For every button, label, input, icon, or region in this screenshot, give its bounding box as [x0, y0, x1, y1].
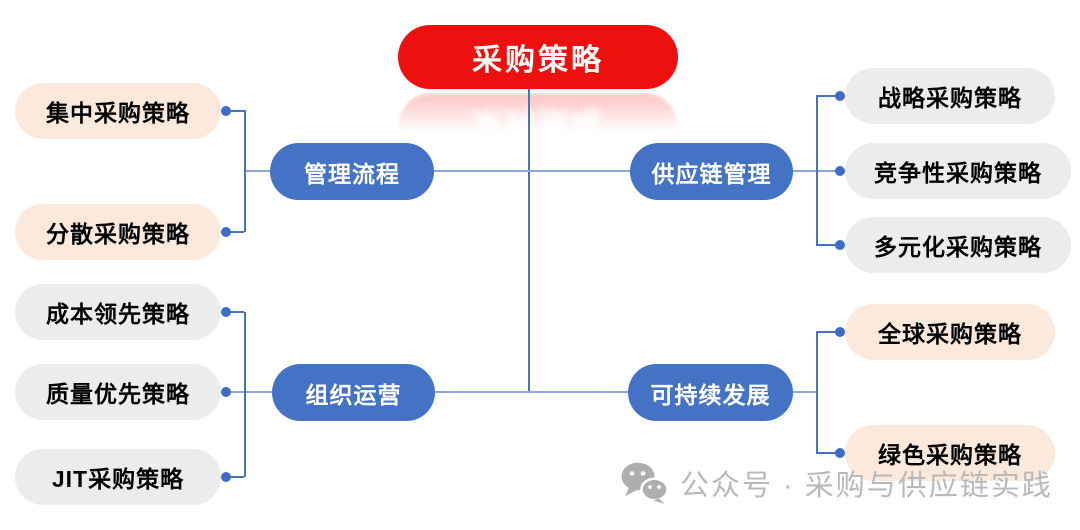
right-bottom-stub-1: [816, 331, 840, 333]
center-trunk-line: [528, 88, 530, 393]
left-bottom-stub-1: [226, 311, 244, 313]
connector-dot: [221, 472, 231, 482]
left-bottom-stub-3: [226, 476, 244, 478]
wechat-icon: [620, 461, 670, 505]
left-bottom-connector: [244, 312, 246, 477]
connector-dot: [835, 240, 845, 250]
right-bottom-connector: [816, 332, 818, 454]
child-node-competitive-procurement: 竞争性采购策略: [845, 143, 1071, 199]
right-top-stub-3: [816, 244, 840, 246]
child-node-jit-procurement: JIT采购策略: [15, 449, 221, 505]
connector-dot: [835, 327, 845, 337]
branch-node-supply-chain-management: 供应链管理: [630, 143, 793, 200]
connector-dot: [835, 91, 845, 101]
connector-dot: [835, 448, 845, 458]
child-node-green-procurement: 绿色采购策略: [845, 425, 1055, 481]
bottom-branch-line: [226, 391, 816, 393]
child-node-global-procurement: 全球采购策略: [845, 304, 1055, 360]
left-top-connector: [244, 110, 246, 232]
child-node-decentralized-procurement: 分散采购策略: [15, 204, 221, 260]
root-node-procurement-strategy: 采购策略: [398, 25, 678, 89]
branch-node-organization-operations: 组织运营: [272, 364, 435, 421]
child-node-centralized-procurement: 集中采购策略: [15, 83, 221, 139]
right-bottom-stub-2: [816, 452, 840, 454]
root-node-reflection: 采购策略: [398, 93, 678, 157]
right-top-connector: [816, 96, 818, 246]
child-node-strategic-procurement: 战略采购策略: [845, 68, 1055, 124]
child-node-diversified-procurement: 多元化采购策略: [845, 217, 1071, 273]
connector-dot: [221, 106, 231, 116]
watermark: 公众号 · 采购与供应链实践: [620, 461, 1053, 505]
connector-dot: [221, 307, 231, 317]
connector-dot: [835, 166, 845, 176]
child-node-quality-first: 质量优先策略: [15, 364, 221, 420]
left-top-stub-1: [226, 110, 244, 112]
right-top-stub-1: [816, 95, 840, 97]
top-branch-line: [244, 170, 840, 172]
connector-dot: [221, 387, 231, 397]
branch-node-sustainable-development: 可持续发展: [628, 364, 793, 421]
child-node-cost-leadership: 成本领先策略: [15, 284, 221, 340]
connector-dot: [221, 227, 231, 237]
branch-node-management-process: 管理流程: [270, 143, 434, 200]
left-top-stub-2: [226, 231, 244, 233]
watermark-text: 公众号 · 采购与供应链实践: [680, 470, 1053, 502]
